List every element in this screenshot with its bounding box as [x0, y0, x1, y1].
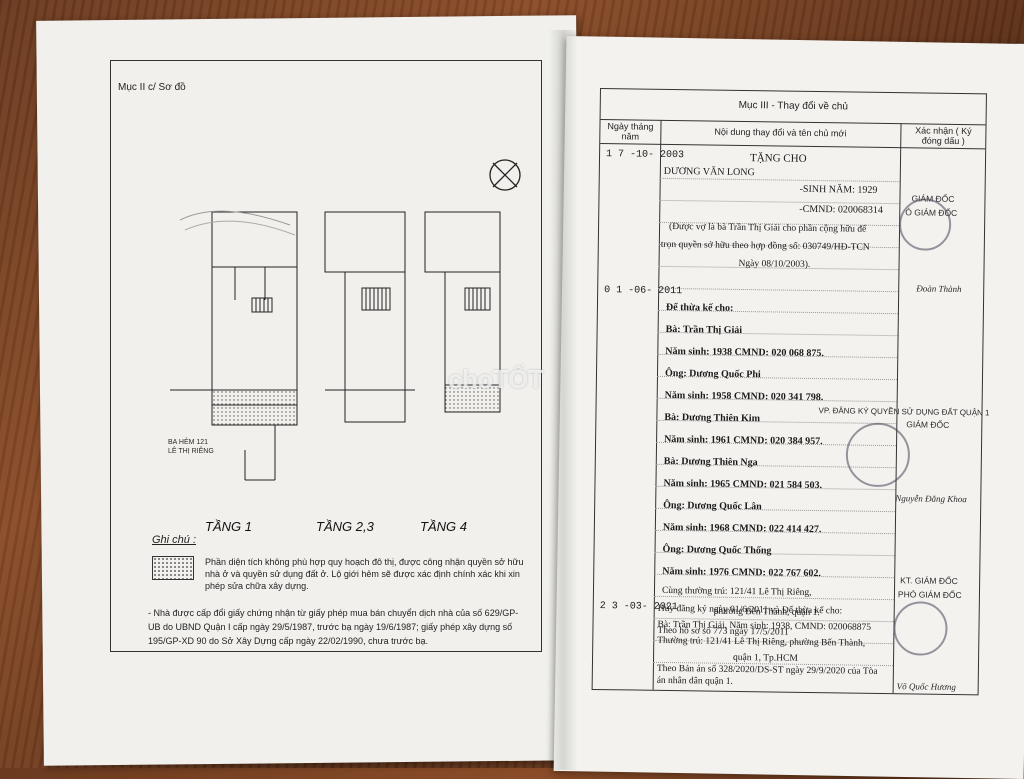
- ruled-line: [659, 199, 900, 205]
- heir5-title: Ông: Dương Quốc Lân: [663, 499, 762, 513]
- legend-text: Phần diện tích không phù hợp quy hoạch đ…: [205, 557, 524, 591]
- entry1-birth: -SINH NĂM: 1929: [799, 183, 878, 196]
- page-fold: [548, 30, 578, 770]
- heir2-info: Năm sinh: 1958 CMND: 020 341 798.: [664, 389, 824, 404]
- street-label-2: LÊ THỊ RIÊNG: [168, 448, 214, 455]
- floor-label-1: TẦNG 1: [205, 519, 252, 534]
- entry3-line3: Thường trú: 121/41 Lê Thị Riêng, phường …: [657, 635, 866, 649]
- entry3-line5: Theo Bản án số 328/2020/DS-ST ngày 29/9/…: [656, 663, 878, 677]
- entry1-name: DƯƠNG VĂN LONG: [663, 165, 755, 179]
- floor-plan-drawing: [170, 159, 521, 481]
- left-page-note: - Nhà được cấp đổi giấy chứng nhận từ gi…: [148, 608, 519, 646]
- heir6-info: Năm sinh: 1976 CMND: 022 767 602.: [662, 565, 821, 580]
- floor-label-2-3: TẦNG 2,3: [316, 519, 374, 534]
- floor-1-plan: [170, 210, 298, 481]
- header-content: Nội dung thay đổi và tên chủ mới: [714, 126, 847, 139]
- heir6-title: Ông: Dương Quốc Thống: [662, 543, 772, 557]
- header-date: Ngày tháng năm: [607, 121, 654, 142]
- heir1-title: Bà: Trần Thị Giải: [665, 323, 743, 337]
- entry2-sign-title: GIÁM ĐỐC: [906, 419, 950, 430]
- entry1-official-seal: [898, 198, 952, 251]
- street-label-1: BA HẺM 121: [168, 439, 209, 446]
- north-compass-icon: [489, 159, 521, 191]
- ruled-line: [658, 287, 899, 293]
- entry1-signer: Đoàn Thành: [916, 283, 962, 295]
- entry1-desc1: (Được vợ là bà Trần Thị Giải cho phần cộ…: [668, 221, 867, 235]
- heir2-title: Ông: Dương Quốc Phi: [664, 367, 761, 381]
- ruled-line: [659, 177, 900, 183]
- entry3-line6: án nhân dân quận 1.: [656, 675, 734, 687]
- header-confirm: Xác nhận ( Ký đóng dấu ): [915, 125, 972, 147]
- entry3-official-seal: [893, 601, 948, 656]
- floor-4-plan: [424, 211, 501, 413]
- heir3-info: Năm sinh: 1961 CMND: 020 384 957.: [664, 433, 823, 448]
- entry2-date: 0 1 -06- 2011: [604, 285, 683, 298]
- watermark-logo: choTỐT: [448, 364, 544, 394]
- entry3-signer: Võ Quốc Hương: [896, 681, 956, 693]
- legend-swatch: [152, 556, 194, 580]
- heir1-info: Năm sinh: 1938 CMND: 020 068 875.: [665, 345, 824, 360]
- entry2-official-seal: [845, 422, 911, 488]
- ownership-change-table: Mục III - Thay đổi về chủ Ngày tháng năm…: [591, 88, 990, 696]
- heir3-title: Bà: Dương Thiên Kim: [664, 411, 761, 425]
- note-title: Ghi chú :: [152, 534, 197, 546]
- heir5-info: Năm sinh: 1968 CMND: 022 414 427.: [662, 521, 822, 536]
- entry2-office: VP. ĐĂNG KÝ QUYỀN SỬ DỤNG ĐẤT QUẬN 1: [818, 406, 990, 418]
- heir4-title: Bà: Dương Thiên Nga: [663, 455, 758, 469]
- entry1-desc3: Ngày 08/10/2003).: [738, 258, 811, 270]
- entry3-sign-title2: PHÓ GIÁM ĐỐC: [897, 589, 962, 601]
- entry2-signer: Nguyễn Đăng Khoa: [895, 493, 967, 505]
- entry2-address1: Cùng thường trú: 121/41 Lê Thị Riêng,: [661, 585, 812, 599]
- entry1-date: 1 7 -10- 2003: [605, 149, 685, 162]
- entry3-line1: Hủy đăng ký ngày 01/6/2011 và Để thừa kế…: [657, 603, 843, 617]
- entry1-desc2: trọn quyền sở hữu theo hợp đồng số: 0307…: [660, 239, 870, 253]
- entry1-id: -CMND: 020068314: [799, 203, 884, 216]
- entry2-heading: Để thừa kế cho:: [665, 301, 734, 314]
- entry1-heading: TẶNG CHO: [749, 152, 807, 165]
- entry3-line4: quận 1, Tp.HCM: [732, 652, 798, 664]
- entry3-sign-title1: KT. GIÁM ĐỐC: [900, 575, 958, 587]
- floor-label-4: TẦNG 4: [420, 519, 467, 534]
- left-page-title: Mục II c/ Sơ đồ: [118, 82, 186, 93]
- heir4-info: Năm sinh: 1965 CMND: 021 584 503.: [663, 477, 823, 492]
- left-page-frame: [110, 60, 542, 652]
- floor-2-3-plan: [324, 211, 415, 423]
